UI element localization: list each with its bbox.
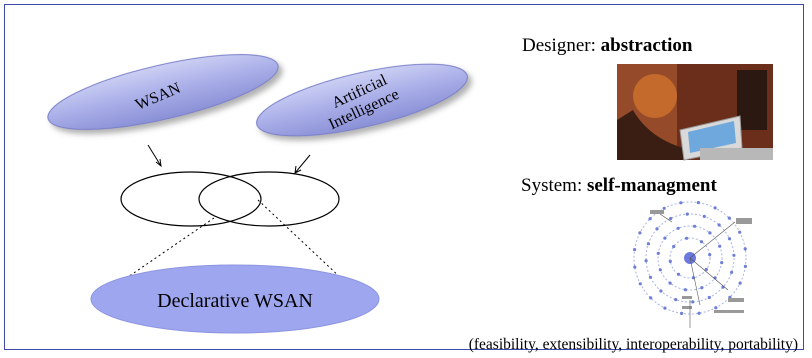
cluster-node-dot [738, 281, 742, 285]
cluster-node-dot [732, 253, 736, 257]
cluster-node-dot [727, 216, 731, 220]
footer-qualities: (feasibility, extensibility, interoperab… [469, 336, 798, 353]
cluster-node-dot [662, 206, 666, 210]
designer-prefix: Designer: [522, 35, 601, 56]
slide-frame [4, 4, 804, 350]
cluster-node-dot [674, 298, 678, 302]
wsan-node: WSAN [47, 54, 279, 130]
cluster-node-dot [649, 296, 653, 300]
ai-arrow [294, 154, 311, 174]
cluster-node-dot [638, 282, 642, 286]
cluster-node-dot [676, 272, 681, 276]
cluster-node-dot [700, 286, 704, 290]
cluster-node-dot [669, 216, 673, 221]
cluster-node-dot [708, 253, 712, 257]
ai-arrowhead [294, 165, 302, 174]
cluster-node-dot [658, 268, 662, 272]
cluster-node-dot [738, 230, 742, 234]
projection-lines [127, 199, 343, 280]
wsan-arrow [147, 144, 162, 167]
cluster-node-dot [685, 236, 689, 240]
cluster-node-dot [680, 311, 684, 315]
laptop-screen [688, 121, 736, 153]
declarative-wsan-label: Declarative WSAN [157, 290, 313, 312]
ai-node: Artificial Intelligence [256, 63, 468, 137]
system-prefix: System: [521, 175, 587, 196]
cluster-node-dot [718, 244, 722, 248]
cluster-node-dot [648, 275, 653, 279]
cluster-topology-diagram [633, 201, 752, 328]
wsan-arrowhead [155, 158, 162, 168]
person-head [633, 74, 677, 118]
cluster-node-dot [668, 281, 672, 285]
cluster-node-dot [659, 289, 663, 293]
cluster-node-dot [638, 231, 642, 235]
cluster-node-dot [743, 247, 747, 251]
system-term: self-managment [587, 175, 717, 196]
cluster-node-dot [743, 264, 748, 268]
cluster-node-dot [704, 267, 708, 272]
ai-ellipse [256, 63, 468, 137]
venn-diagram [120, 171, 340, 227]
cluster-node-dot [668, 259, 672, 263]
cluster-node-dot [685, 212, 689, 216]
system-heading: System: self-managment [521, 175, 717, 196]
declarative-wsan-node: Declarative WSAN [90, 264, 380, 334]
person-body [617, 110, 690, 160]
cluster-node-dot [633, 265, 637, 269]
cluster-node-dot [713, 206, 717, 210]
cluster-node-dot [693, 224, 697, 228]
cluster-node-dot [663, 236, 667, 240]
cluster-node-dot [683, 288, 688, 292]
cluster-node-dot [663, 306, 667, 310]
cluster-node-dot [714, 306, 718, 310]
cluster-node-dot [672, 244, 676, 249]
cluster-node-dot [720, 261, 724, 265]
cluster-node-dot [717, 223, 721, 227]
designer-term: abstraction [601, 35, 693, 56]
cluster-node-dot [655, 227, 659, 231]
cluster-node-dot [727, 237, 732, 241]
person-at-laptop-photo [617, 64, 773, 161]
cluster-node-dot [676, 226, 680, 230]
cluster-node-dot [648, 217, 652, 221]
designer-heading: Designer: abstraction [522, 35, 693, 56]
cluster-node-dot [708, 231, 712, 235]
cluster-node-dot [646, 242, 651, 246]
declarative-wsan-ellipse [90, 264, 380, 334]
projection-right [257, 199, 343, 280]
cluster-node-dot [691, 300, 695, 304]
cluster-node-dot [656, 251, 660, 255]
cluster-node-dot [697, 311, 701, 315]
cluster-node-dot [696, 201, 701, 205]
cluster-node-dot [633, 248, 637, 252]
cluster-node-dot [644, 259, 648, 263]
projection-left [127, 217, 215, 278]
cluster-node-dot [699, 240, 704, 244]
venn-left-ellipse [120, 171, 262, 227]
cluster-node-dot [679, 201, 683, 205]
cluster-node-dot [702, 214, 706, 218]
connector-arrows [147, 144, 311, 174]
cluster-node-dot [730, 270, 734, 274]
cluster-node-dot [707, 295, 711, 300]
venn-right-ellipse [198, 171, 340, 227]
